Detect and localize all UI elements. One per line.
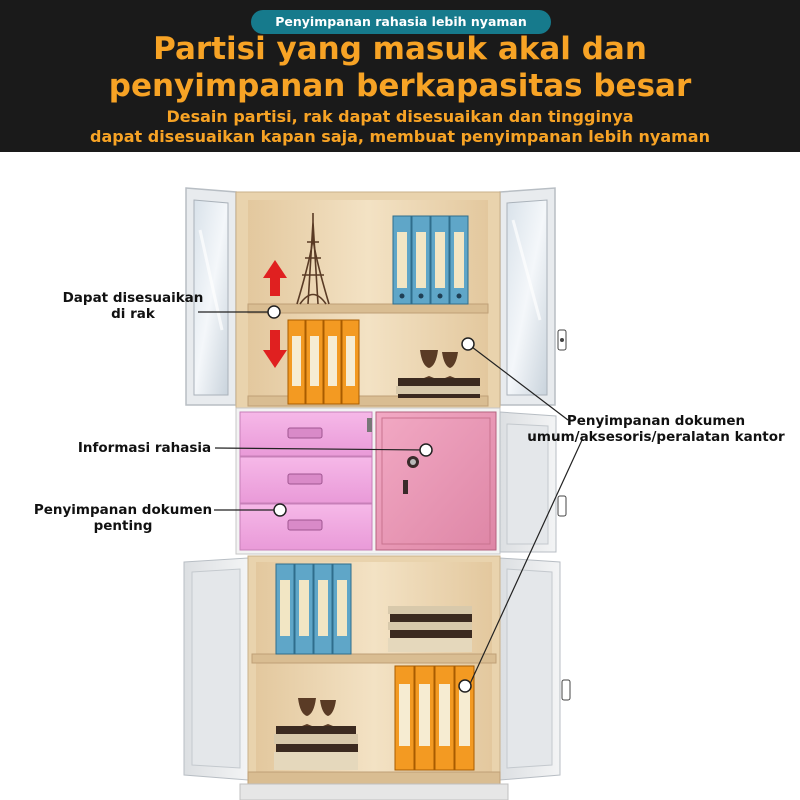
handle-icon: [287, 427, 323, 531]
orange-binders-lower: [394, 665, 475, 771]
callout-important-line-1: Penyimpanan dokumen: [33, 502, 213, 518]
callout-secret-info-text: Informasi rahasia: [77, 440, 212, 456]
upper-left-glass-door[interactable]: [185, 187, 237, 406]
headline-line-2: penyimpanan berkapasitas besar: [108, 68, 692, 104]
lower-right-door[interactable]: [499, 557, 561, 781]
callout-general-line-1: Penyimpanan dokumen: [566, 413, 746, 429]
lower-right-lock-icon: [561, 679, 571, 701]
callout-important-docs: Penyimpanan dokumen penting: [30, 502, 216, 534]
wine-glass-icon: [298, 698, 336, 726]
callout-adjustable-line-2: di rak: [111, 306, 155, 322]
subtitle-line-2: dapat disesuaikan kapan saja, membuat pe…: [90, 127, 710, 146]
cabinet-illustration: [183, 187, 583, 800]
adjustable-shelf: [247, 303, 489, 314]
cabinet-base: [239, 783, 509, 800]
callout-secret-info: Informasi rahasia: [72, 440, 217, 456]
lower-bottom-shelf: [247, 771, 501, 785]
header-banner: Penyimpanan rahasia lebih nyaman Partisi…: [0, 0, 800, 152]
eiffel-tower-decor-icon: [296, 213, 330, 305]
book-stack-icon: [274, 726, 358, 770]
safe-box[interactable]: [375, 411, 497, 551]
headline-line-1: Partisi yang masuk akal dan: [153, 31, 647, 67]
middle-right-open-door[interactable]: [499, 411, 557, 553]
up-arrow-icon: [263, 260, 287, 296]
upper-right-glass-door[interactable]: [499, 187, 556, 406]
blue-binders-upper: [392, 215, 469, 305]
lower-left-door[interactable]: [183, 557, 249, 781]
callout-important-line-2: penting: [93, 518, 153, 534]
book-stack-icon: [388, 606, 472, 652]
callout-general-storage: Penyimpanan dokumen umum/aksesoris/peral…: [520, 413, 792, 445]
orange-binders-upper: [287, 319, 360, 405]
safe-key-lock-icon: [367, 418, 372, 432]
tag-pill: Penyimpanan rahasia lebih nyaman: [251, 10, 551, 34]
blue-binders-lower: [275, 563, 352, 655]
callout-general-line-2: umum/aksesoris/peralatan kantor: [527, 429, 785, 445]
upper-bottom-shelf: [247, 395, 489, 407]
upper-right-lock-icon: [557, 329, 567, 351]
callout-adjustable-shelf: Dapat disesuaikan di rak: [48, 290, 218, 322]
subtitle-line-1: Desain partisi, rak dapat disesuaikan da…: [166, 107, 634, 126]
middle-right-lock-icon: [557, 495, 567, 517]
callout-dots: [267, 305, 475, 693]
wine-glass-icon: [420, 350, 458, 378]
dial-icon: [407, 456, 419, 468]
book-stack-icon: [396, 378, 480, 398]
lower-middle-shelf: [251, 653, 497, 664]
down-arrow-icon: [263, 330, 287, 368]
lock-icon: [403, 480, 408, 494]
callout-leader-lines: [198, 311, 583, 687]
callout-adjustable-line-1: Dapat disesuaikan: [62, 290, 204, 306]
